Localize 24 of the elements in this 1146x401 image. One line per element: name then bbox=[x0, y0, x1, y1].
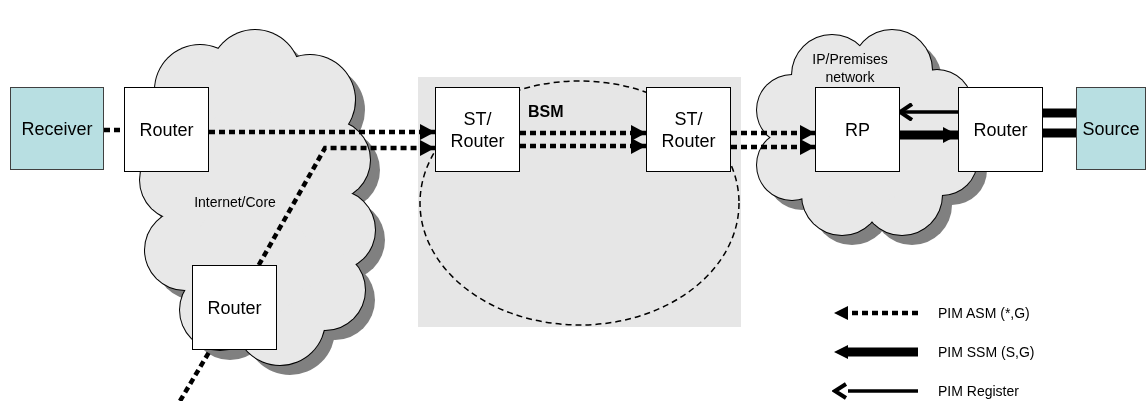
router-box: Router bbox=[124, 87, 209, 172]
arrow bbox=[898, 102, 958, 122]
link-label: BSM bbox=[528, 102, 564, 122]
arrow bbox=[731, 125, 815, 141]
network-label: Internet/Core bbox=[193, 193, 277, 211]
network-label: IP/Premises network bbox=[811, 50, 889, 86]
connector-line bbox=[1043, 108, 1076, 118]
legend-label: PIM ASM (*,G) bbox=[938, 305, 1030, 321]
router-box: Router bbox=[192, 265, 277, 350]
host-box: Receiver bbox=[10, 87, 104, 170]
router-box: RP bbox=[815, 87, 900, 172]
host-box: Source bbox=[1076, 87, 1146, 170]
arrow bbox=[209, 124, 435, 140]
router-box: ST/ Router bbox=[435, 87, 520, 172]
arrow bbox=[731, 139, 815, 155]
arrow bbox=[256, 140, 435, 267]
arrow bbox=[900, 127, 958, 143]
legend-label: PIM Register bbox=[938, 383, 1019, 399]
legend-label: PIM SSM (S,G) bbox=[938, 344, 1035, 360]
connector-line bbox=[1043, 128, 1076, 138]
arrow bbox=[520, 125, 646, 141]
router-box: Router bbox=[958, 87, 1043, 172]
arrow bbox=[520, 138, 646, 154]
router-box: ST/ Router bbox=[646, 87, 731, 172]
